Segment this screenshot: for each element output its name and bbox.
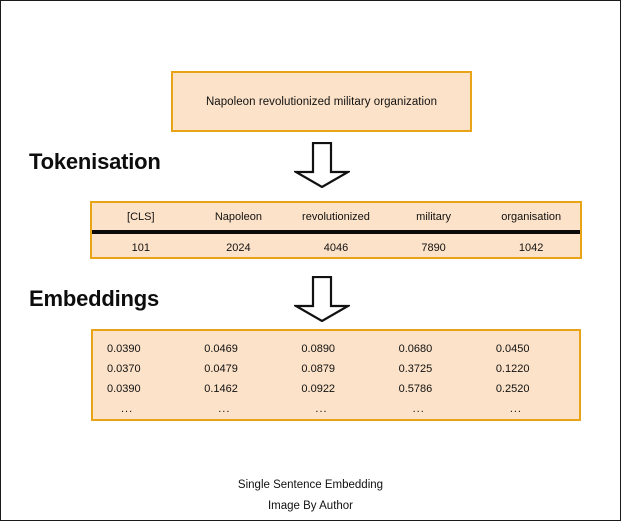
- section-label-embeddings: Embeddings: [29, 286, 160, 311]
- token-cell: organisation: [501, 210, 562, 223]
- table-divider: [92, 230, 580, 234]
- down-block-arrow: [294, 142, 350, 188]
- token-id-cell: 4046: [323, 241, 349, 254]
- token-cell: Napoleon: [214, 210, 262, 223]
- caption-credit: Image By Author: [267, 500, 354, 512]
- embedding-cell: 0.0370: [107, 363, 141, 375]
- embedding-ellipsis-cell: ...: [218, 403, 231, 415]
- embedding-row: 0.0390 0.0469 0.0890 0.0680 0.0450: [93, 339, 579, 359]
- embedding-ellipsis-row: ... ... ... ... ...: [93, 399, 579, 419]
- token-id-cell: 1042: [518, 241, 544, 254]
- embedding-cell: 0.0450: [495, 343, 530, 355]
- token-cell: military: [416, 210, 451, 223]
- down-block-arrow: [294, 276, 350, 322]
- embedding-cell: 0.1462: [204, 383, 238, 395]
- embeddings-table: 0.0390 0.0469 0.0890 0.0680 0.0450 0.037…: [91, 329, 581, 421]
- token-header-row: [CLS] Napoleon revolutionized military o…: [92, 203, 580, 230]
- sentence-box: Napoleon revolutionized military organiz…: [171, 71, 472, 132]
- embedding-cell: 0.0879: [301, 363, 336, 375]
- embedding-ellipsis-cell: ...: [509, 403, 522, 415]
- embedding-row: 0.0370 0.0479 0.0879 0.3725 0.1220: [93, 359, 579, 379]
- token-id-cell: 7890: [421, 241, 446, 254]
- token-id-row: 101 2024 4046 7890 1042: [92, 234, 580, 261]
- token-id-cell: 2024: [226, 241, 251, 254]
- caption-title: Single Sentence Embedding: [237, 479, 384, 491]
- section-label-tokenisation: Tokenisation: [29, 149, 161, 174]
- embedding-cell: 0.0390: [107, 383, 141, 395]
- embedding-cell: 0.0469: [204, 343, 238, 355]
- embedding-ellipsis-cell: ...: [412, 403, 425, 415]
- token-table: [CLS] Napoleon revolutionized military o…: [90, 201, 582, 259]
- embedding-ellipsis-cell: ...: [121, 403, 134, 415]
- embedding-ellipsis-cell: ...: [315, 403, 328, 415]
- embedding-cell: 0.0680: [398, 343, 433, 355]
- embedding-row: 0.0390 0.1462 0.0922 0.5786 0.2520: [93, 379, 579, 399]
- embedding-cell: 0.5786: [398, 383, 433, 395]
- token-id-cell: 101: [131, 241, 150, 254]
- token-cell: revolutionized: [302, 210, 370, 223]
- embedding-cell: 0.3725: [398, 363, 433, 375]
- embedding-cell: 0.0922: [301, 383, 336, 395]
- embedding-cell: 0.2520: [495, 383, 530, 395]
- token-cell: [CLS]: [127, 210, 155, 223]
- sentence-text: Napoleon revolutionized military organiz…: [205, 95, 438, 108]
- embedding-cell: 0.0390: [107, 343, 141, 355]
- embedding-cell: 0.0479: [204, 363, 238, 375]
- embedding-cell: 0.1220: [495, 363, 530, 375]
- embedding-cell: 0.0890: [301, 343, 336, 355]
